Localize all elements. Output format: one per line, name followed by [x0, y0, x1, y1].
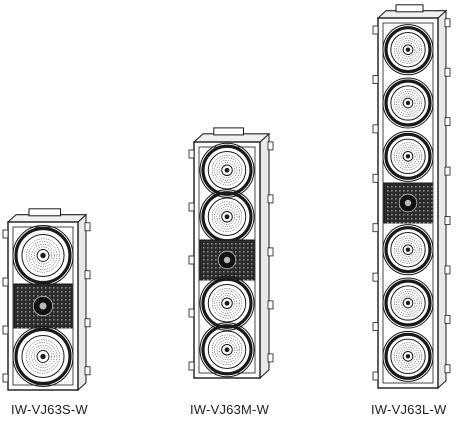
speaker-medium-woofer-top-2 — [199, 189, 255, 245]
speaker-medium-tweeter-grille — [199, 239, 255, 281]
speaker-large-tweeter-grille — [383, 182, 433, 224]
speaker-medium-woofer-top-1 — [199, 142, 255, 198]
speaker-large-woofer-bottom-3 — [382, 330, 434, 382]
speaker-small-tweeter-grille — [13, 283, 73, 329]
speaker-small-woofer-top-1 — [12, 225, 74, 286]
speaker-medium-woofer-bottom-1 — [199, 275, 255, 331]
speaker-large-woofer-bottom-2 — [382, 277, 434, 329]
speaker-small — [2, 208, 91, 392]
model-label-medium: IW-VJ63M-W — [190, 402, 270, 417]
speaker-large-woofer-top-1 — [382, 24, 434, 76]
speaker-large-woofer-bottom-1 — [382, 224, 434, 276]
model-label-small: IW-VJ63S-W — [11, 402, 88, 417]
speaker-large — [372, 4, 451, 390]
speaker-large-woofer-top-3 — [382, 130, 434, 182]
speaker-medium — [188, 127, 274, 380]
speaker-small-woofer-bottom-1 — [12, 326, 74, 387]
model-label-large: IW-VJ63L-W — [371, 402, 447, 417]
speaker-large-woofer-top-2 — [382, 77, 434, 129]
speaker-medium-woofer-bottom-2 — [199, 322, 255, 378]
speaker-drawings — [2, 4, 451, 392]
